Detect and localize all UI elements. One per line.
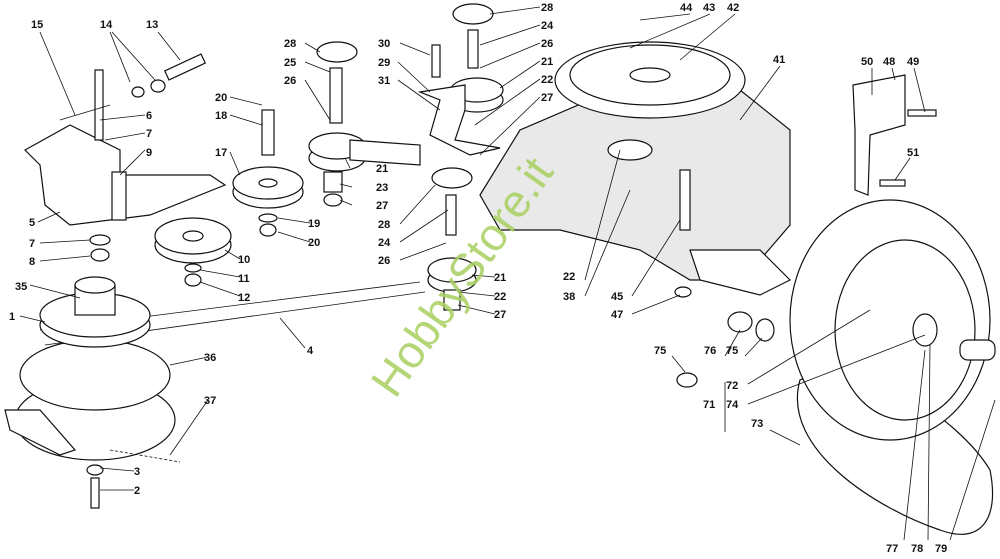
part-label: 50 — [861, 56, 873, 68]
part-label: 2 — [134, 485, 140, 497]
part-label: 15 — [31, 19, 43, 31]
part-label: 18 — [215, 110, 227, 122]
part-label: 21 — [494, 272, 506, 284]
part-label: 73 — [751, 418, 763, 430]
center-pulleys — [308, 3, 504, 311]
part-label: 8 — [29, 256, 35, 268]
part-label: 3 — [134, 466, 140, 478]
part-label: 42 — [727, 2, 739, 14]
part-label: 77 — [886, 543, 898, 555]
part-label: 17 — [215, 147, 227, 159]
part-label: 43 — [703, 2, 715, 14]
part-label: 24 — [378, 237, 391, 249]
wheel-and-tire — [676, 199, 996, 535]
part-label: 72 — [726, 380, 738, 392]
part-label: 44 — [680, 2, 693, 14]
part-label: 41 — [773, 54, 785, 66]
part-label: 26 — [378, 255, 390, 267]
part-label: 75 — [654, 345, 666, 357]
left-bracket — [24, 53, 227, 262]
part-label: 28 — [541, 2, 553, 14]
part-label: 74 — [726, 399, 739, 411]
part-label: 51 — [907, 147, 919, 159]
part-label: 6 — [146, 110, 152, 122]
part-label: 5 — [29, 217, 35, 229]
part-label: 21 — [541, 56, 553, 68]
idler-pulleys-left — [154, 109, 304, 287]
part-label: 1 — [9, 311, 15, 323]
part-label: 29 — [378, 57, 390, 69]
part-label: 35 — [15, 281, 27, 293]
transaxle — [349, 41, 792, 298]
part-label: 27 — [494, 309, 506, 321]
part-label: 28 — [378, 219, 390, 231]
part-label: 10 — [238, 254, 250, 266]
part-label: 27 — [376, 200, 388, 212]
part-label: 48 — [883, 56, 895, 68]
part-label: 25 — [284, 57, 296, 69]
part-label: 79 — [935, 543, 947, 555]
part-label: 45 — [611, 291, 623, 303]
part-label: 20 — [308, 237, 320, 249]
part-label: 23 — [376, 182, 388, 194]
part-label: 36 — [204, 352, 216, 364]
part-label: 14 — [100, 19, 113, 31]
part-label: 38 — [563, 291, 575, 303]
part-label: 7 — [146, 128, 152, 140]
part-label: 20 — [215, 92, 227, 104]
part-labels: 15 14 13 6 7 9 5 7 8 35 1 36 37 3 2 4 10… — [9, 2, 947, 555]
part-label: 24 — [541, 20, 554, 32]
part-label: 26 — [284, 75, 296, 87]
part-label: 37 — [204, 395, 216, 407]
part-label: 75 — [726, 345, 738, 357]
part-label: 7 — [29, 238, 35, 250]
part-label: 47 — [611, 309, 623, 321]
part-label: 28 — [284, 38, 296, 50]
right-bracket — [852, 74, 937, 196]
part-label: 22 — [563, 271, 575, 283]
part-label: 19 — [308, 218, 320, 230]
part-label: 31 — [378, 75, 390, 87]
part-label: 12 — [238, 292, 250, 304]
part-label: 4 — [307, 345, 314, 357]
part-label: 22 — [541, 74, 553, 86]
part-label: 27 — [541, 92, 553, 104]
part-label: 13 — [146, 19, 158, 31]
part-label: 21 — [376, 163, 388, 175]
part-label: 9 — [146, 147, 152, 159]
part-label: 78 — [911, 543, 923, 555]
part-label: 30 — [378, 38, 390, 50]
part-label: 22 — [494, 291, 506, 303]
part-label: 49 — [907, 56, 919, 68]
leader-lines — [19, 6, 996, 541]
part-label: 26 — [541, 38, 553, 50]
part-label: 71 — [703, 399, 715, 411]
part-label: 11 — [238, 273, 250, 285]
clutch-and-belt — [4, 276, 426, 509]
part-label: 76 — [704, 345, 716, 357]
